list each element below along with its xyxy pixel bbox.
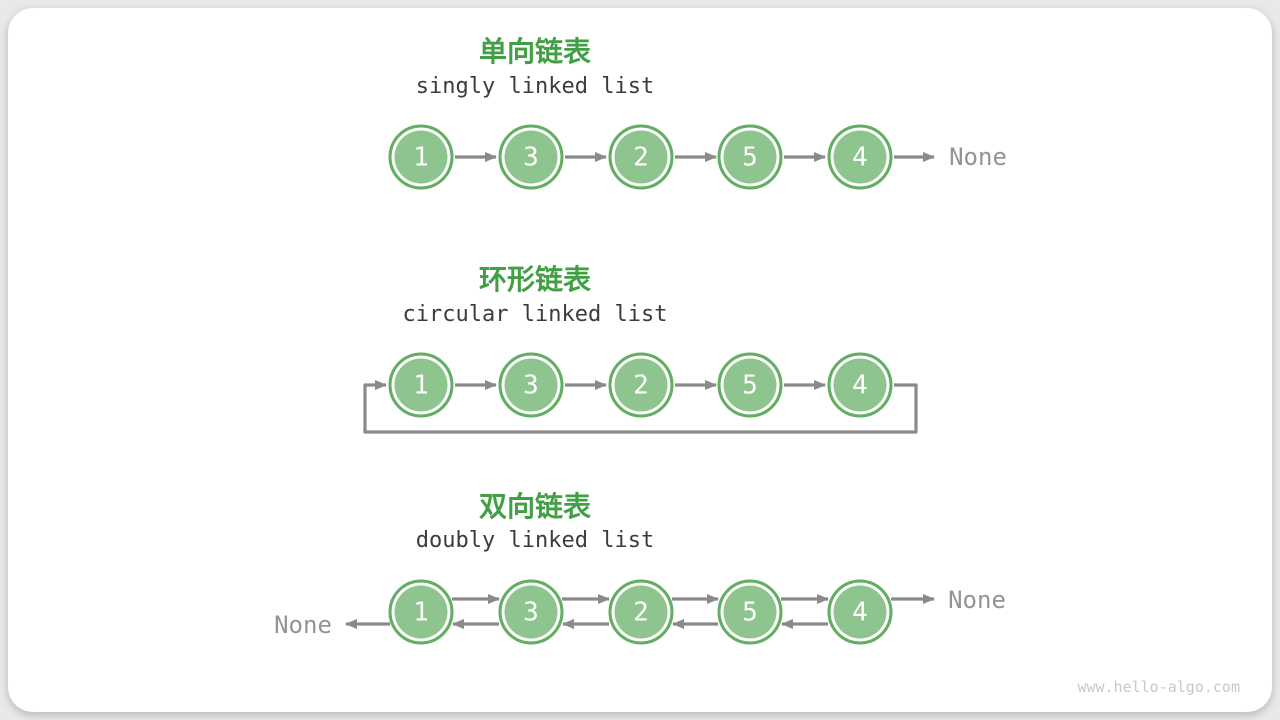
list-node: 4	[827, 352, 893, 418]
list-node: 4	[827, 124, 893, 190]
section-title-singly: 单向链表	[478, 36, 591, 67]
list-node: 2	[608, 352, 674, 418]
list-node: 1	[388, 124, 454, 190]
list-node: 5	[717, 352, 783, 418]
section-title-circular: 环形链表	[478, 264, 591, 295]
list-node: 3	[498, 124, 564, 190]
section-subtitle-singly: singly linked list	[415, 74, 655, 99]
list-node: 5	[717, 124, 783, 190]
watermark: www.hello-algo.com	[1077, 678, 1240, 696]
list-node: 2	[608, 124, 674, 190]
list-node: 1	[388, 579, 454, 645]
list-node: 5	[717, 579, 783, 645]
section-subtitle-doubly: doubly linked list	[415, 528, 655, 553]
null-label: None	[274, 611, 332, 639]
list-node: 4	[827, 579, 893, 645]
list-node: 3	[498, 579, 564, 645]
section-subtitle-circular: circular linked list	[402, 302, 668, 327]
list-node: 3	[498, 352, 564, 418]
list-node: 1	[388, 352, 454, 418]
list-node: 2	[608, 579, 674, 645]
section-title-doubly: 双向链表	[478, 491, 591, 522]
null-label: None	[948, 586, 1006, 614]
null-label: None	[949, 143, 1007, 171]
